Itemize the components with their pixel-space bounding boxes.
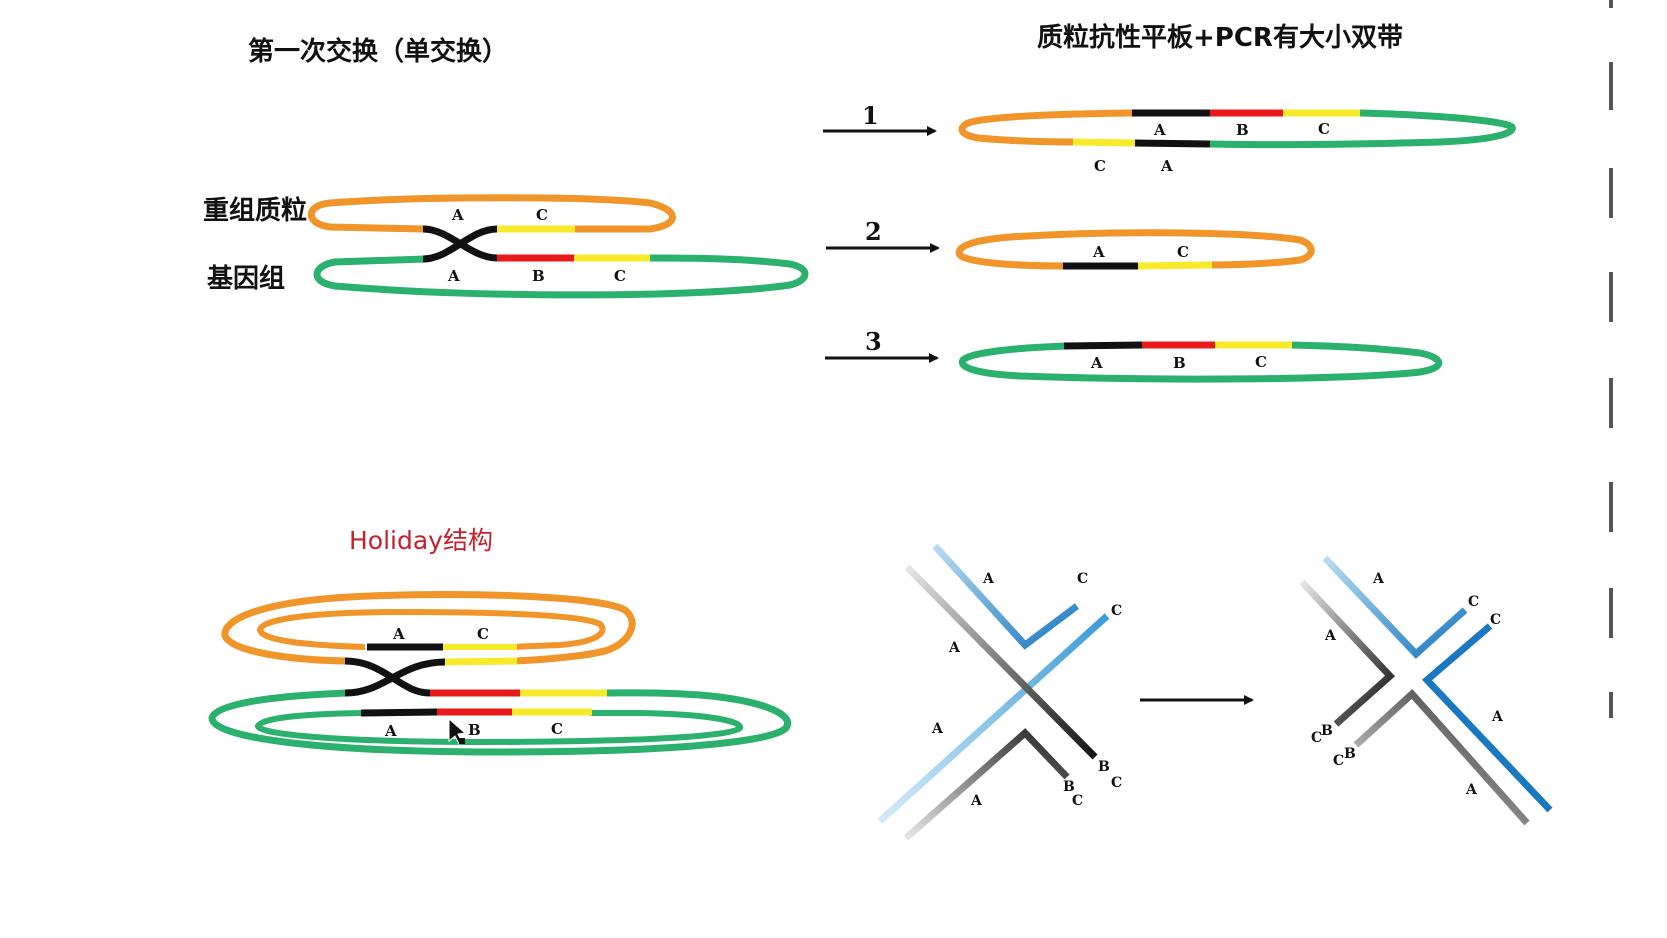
label-b: B [468, 721, 481, 739]
label-a: A [970, 793, 983, 809]
result-2-orange-loop [955, 229, 1315, 270]
label-recombinant-plasmid: 重组质粒 [203, 195, 307, 226]
holliday-junction-after [1299, 555, 1553, 826]
result-2-plasmid [955, 229, 1315, 270]
label-c: C [1094, 157, 1106, 175]
resolved-gray-strand-upper [1299, 579, 1396, 727]
label-a: A [931, 721, 944, 737]
holiday-inner-green [254, 710, 743, 746]
label-c: C [477, 625, 489, 643]
result-1-bottom-c [1072, 138, 1136, 147]
label-c: C [551, 720, 563, 738]
label-c: C [1490, 612, 1501, 628]
result-2-segment-c [1137, 261, 1213, 270]
label-b: B [1321, 723, 1333, 739]
label-a: A [1092, 243, 1105, 261]
label-c: C [1072, 793, 1083, 809]
label-b: B [1173, 354, 1186, 372]
label-a: A [1153, 121, 1166, 139]
label-c: C [1255, 353, 1267, 371]
label-b: B [1098, 759, 1110, 775]
label-c: C [1111, 603, 1122, 619]
resolved-light-strand [1322, 555, 1468, 659]
label-c: C [536, 206, 548, 224]
label-a: A [447, 267, 460, 285]
title-first-exchange: 第一次交换（单交换） [248, 36, 508, 67]
strand-gray-bent [903, 728, 1070, 841]
label-a: A [1465, 782, 1478, 798]
holiday-outer-orange [221, 591, 636, 665]
strand-gray-long [904, 564, 1098, 760]
single-crossover-diagram [307, 194, 809, 299]
label-b: B [1063, 779, 1075, 795]
label-a: A [1372, 571, 1385, 587]
label-c: C [1077, 571, 1088, 587]
plasmid-loop [307, 194, 676, 233]
label-b: B [532, 267, 545, 285]
label-a: A [392, 625, 405, 643]
holliday-junction-before [877, 543, 1110, 841]
result-3-green-loop [958, 341, 1443, 383]
result-1-orange-left [958, 109, 1133, 146]
strand-light-long [877, 613, 1110, 824]
result-1-bottom-a [1134, 139, 1211, 148]
arrow-number-3: 3 [865, 327, 882, 356]
genome-loop [313, 254, 809, 299]
holiday-inner-orange [256, 608, 606, 650]
label-a: A [1090, 354, 1103, 372]
label-a: A [948, 640, 961, 656]
label-b: B [1344, 746, 1356, 762]
strand-light-bent [932, 543, 1080, 650]
result-3-genome [958, 341, 1443, 383]
label-a: A [384, 722, 397, 740]
label-c: C [1177, 243, 1189, 261]
label-c: C [1468, 594, 1479, 610]
cross-segment-a2 [422, 225, 498, 263]
title-resistance-pcr: 质粒抗性平板+PCR有大小双带 [1037, 22, 1403, 53]
title-holiday: Holiday结构 [349, 526, 493, 555]
result-1-integrated [958, 109, 1516, 149]
label-c: C [1111, 775, 1122, 791]
label-a: A [1160, 157, 1173, 175]
label-genome: 基因组 [207, 263, 285, 294]
holiday-outer-green [208, 689, 792, 756]
label-a: A [982, 571, 995, 587]
arrow-number-1: 1 [862, 101, 879, 130]
holiday-structure-diagram [208, 591, 792, 756]
label-c: C [1311, 730, 1322, 746]
label-a: A [1324, 628, 1337, 644]
result-3-segment-a [1063, 341, 1143, 350]
label-a: A [1491, 709, 1504, 725]
cursor-handle-icon [459, 738, 465, 744]
label-c: C [614, 267, 626, 285]
label-c: C [1333, 753, 1344, 769]
holiday-cross-2 [344, 658, 446, 697]
label-a: A [451, 206, 464, 224]
outcome-arrows [823, 126, 940, 363]
resolved-gray-strand-lower [1353, 689, 1530, 826]
holiday-inner-a [360, 708, 438, 717]
arrow-number-2: 2 [865, 217, 882, 246]
label-b: B [1236, 121, 1249, 139]
label-c: C [1318, 120, 1330, 138]
result-1-green-right [1209, 109, 1516, 149]
resolved-dark-strand [1421, 623, 1553, 813]
holiday-top-c-outer [442, 657, 518, 666]
